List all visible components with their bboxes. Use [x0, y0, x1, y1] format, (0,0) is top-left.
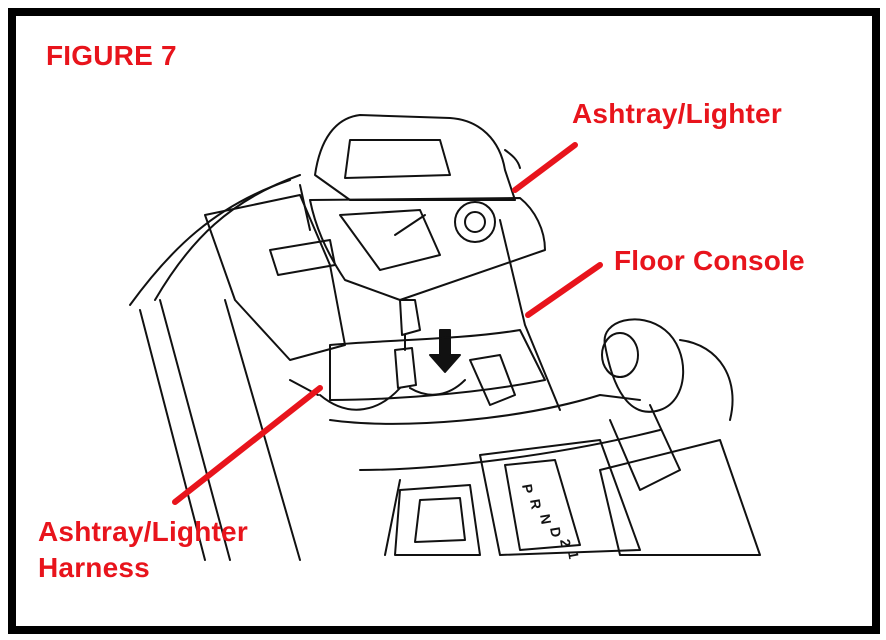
console-well	[329, 329, 546, 401]
ashtray-divider	[394, 214, 426, 236]
cup-area-inner	[414, 497, 466, 543]
shift-boot	[599, 439, 761, 556]
gear-letter: 1	[565, 550, 582, 561]
harness-wire-b	[319, 387, 401, 411]
callout-floor-console: Floor Console	[614, 245, 805, 276]
harness-plug	[394, 347, 417, 389]
gear-slot	[504, 459, 581, 551]
ashtray-body	[309, 197, 546, 301]
floor-console-top	[329, 394, 641, 425]
shift-lever	[609, 404, 681, 491]
console-bracket	[469, 354, 516, 406]
dash-left-edge	[139, 309, 206, 561]
ashtray-hinge	[299, 184, 311, 231]
dash-outline-2	[129, 179, 291, 306]
insert-arrow	[429, 329, 461, 373]
center-stack	[204, 194, 346, 361]
callout-harness-line2: Harness	[38, 552, 150, 583]
floor-console-lower	[359, 429, 661, 471]
figure-title: FIGURE 7	[46, 40, 177, 71]
cup-area	[394, 484, 481, 556]
floor-console-side	[499, 219, 561, 411]
figure-frame	[8, 8, 880, 634]
lighter-knob	[454, 201, 496, 243]
leader-console	[525, 262, 603, 318]
callout-ashtray-lighter: Ashtray/Lighter	[572, 98, 782, 129]
shift-knob	[603, 318, 685, 413]
gear-letter: P	[519, 483, 536, 495]
gear-letter: R	[527, 498, 545, 511]
leader-harness	[172, 385, 323, 505]
floor-console-front	[384, 479, 401, 556]
ashtray-lid	[314, 114, 516, 201]
ashtray-lid-window	[344, 139, 451, 179]
lighter-knob-inner	[464, 211, 486, 233]
ashtray-lid-bar	[504, 149, 521, 169]
harness-connector	[399, 299, 421, 336]
leader-ashtray	[512, 142, 578, 193]
shift-knob-top	[601, 332, 639, 378]
gear-letter: D	[547, 526, 565, 539]
shift-grip	[679, 339, 734, 421]
gear-letter: N	[537, 513, 555, 526]
ashtray-compartment	[339, 209, 441, 271]
callout-harness-line1: Ashtray/Lighter	[38, 516, 248, 547]
dash-left-edge-2	[159, 299, 231, 561]
gear-letter: 2	[557, 538, 574, 549]
gear-plate	[479, 439, 641, 556]
